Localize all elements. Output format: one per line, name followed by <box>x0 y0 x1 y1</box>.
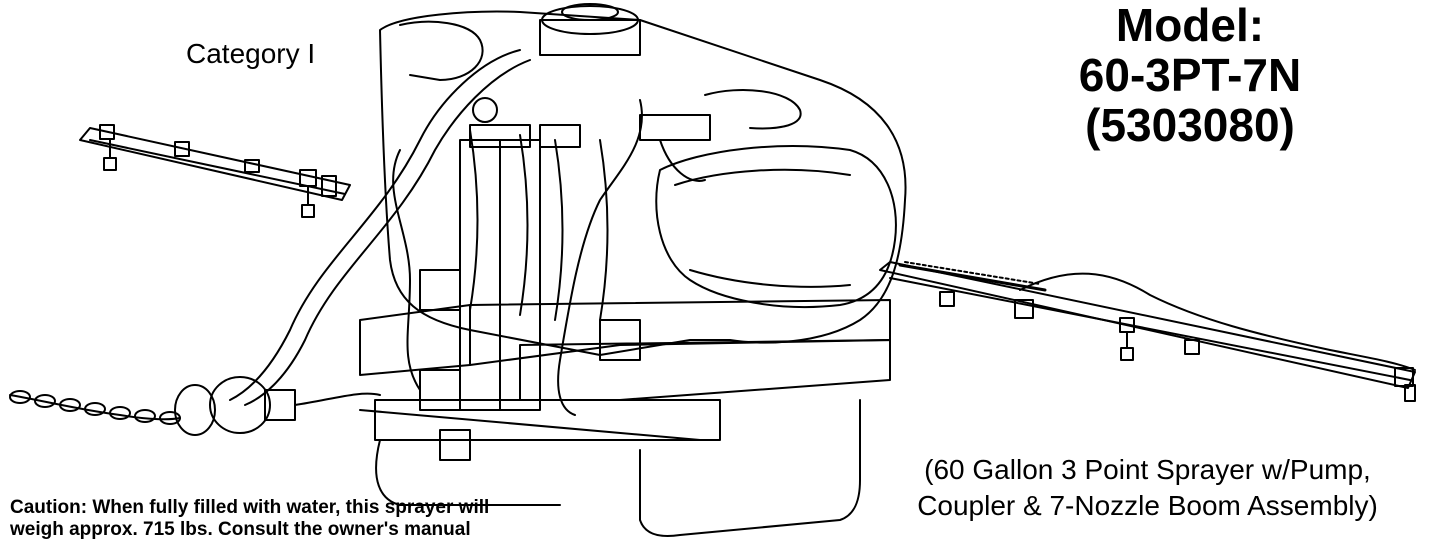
caution-line-1: Caution: When fully filled with water, t… <box>10 497 490 518</box>
description-line-1: (60 Gallon 3 Point Sprayer w/Pump, <box>924 454 1371 485</box>
model-title: Model: 60-3PT-7N (5303080) <box>1030 0 1350 150</box>
model-heading: Model: <box>1115 0 1265 51</box>
left-boom <box>79 124 351 218</box>
description-line-2: Coupler & 7-Nozzle Boom Assembly) <box>917 490 1378 521</box>
pump-and-chain <box>9 376 381 436</box>
caution-note: Caution: When fully filled with water, t… <box>10 497 570 541</box>
model-number: 60-3PT-7N <box>1078 49 1302 101</box>
caution-line-2: weigh approx. 715 lbs. Consult the owner… <box>10 519 471 540</box>
part-number: (5303080) <box>1085 99 1295 151</box>
frame <box>359 139 891 538</box>
product-description: (60 Gallon 3 Point Sprayer w/Pump, Coupl… <box>870 452 1425 524</box>
right-boom <box>879 261 1416 402</box>
category-label: Category I <box>186 38 316 69</box>
